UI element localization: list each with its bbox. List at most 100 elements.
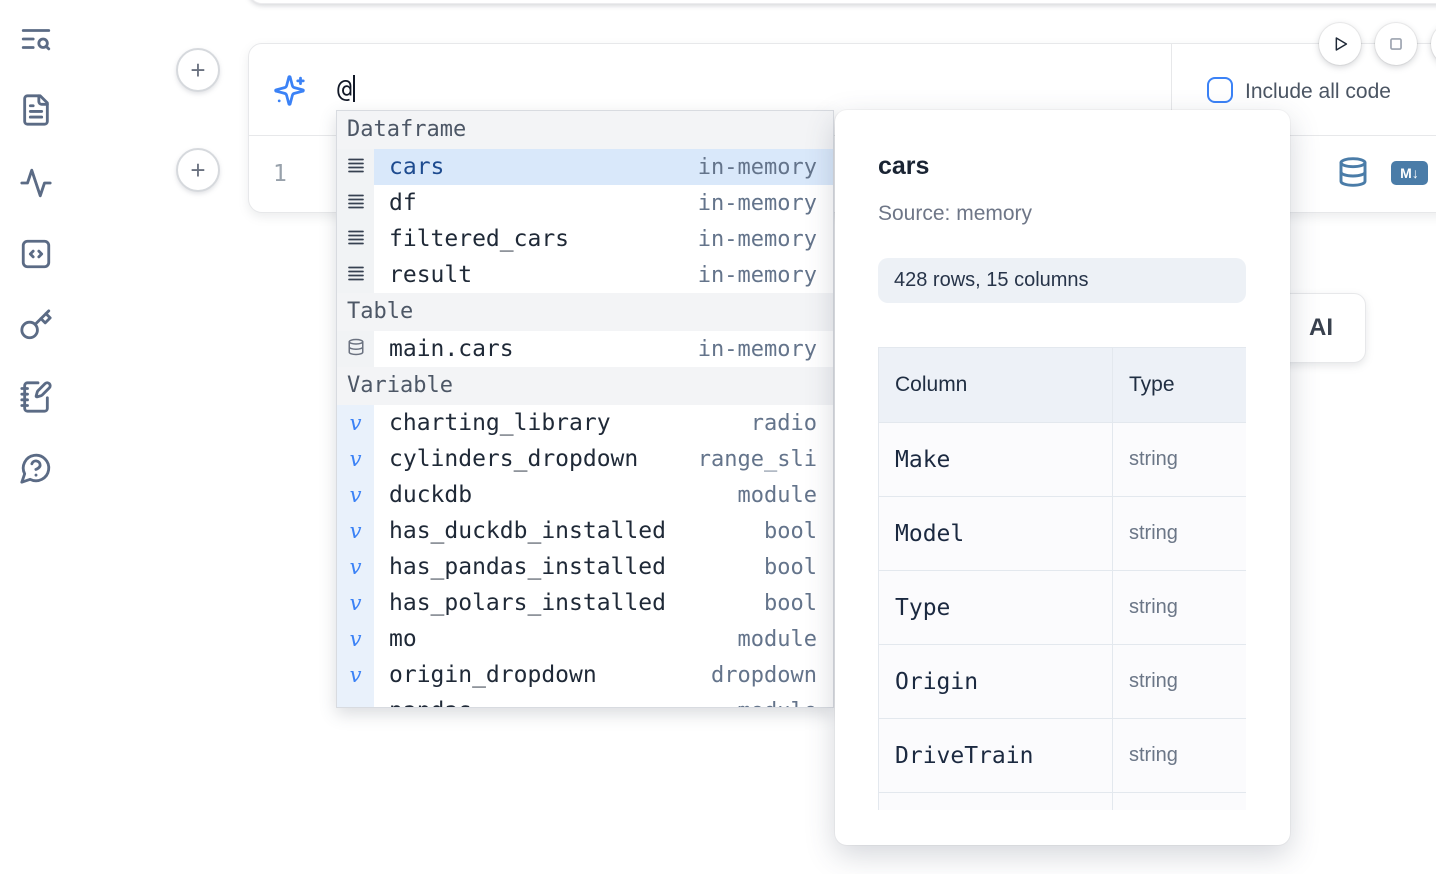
column-name: Make [878, 422, 1113, 497]
stop-cell-button[interactable] [1375, 23, 1417, 65]
markdown-icon[interactable]: M↓ [1391, 161, 1428, 185]
ai-button-label: AI [1309, 314, 1333, 341]
column-type: string [1112, 718, 1246, 793]
stop-icon [1390, 38, 1402, 50]
database-icon [337, 331, 374, 367]
column-type: string [1112, 422, 1246, 497]
preview-col-header: Column [878, 347, 1113, 423]
preview-title: cars [878, 152, 930, 180]
item-name: charting_library [389, 410, 611, 436]
variable-icon: v [337, 585, 374, 621]
add-cell-button-bottom[interactable]: + [176, 148, 220, 192]
shape-badge: 428 rows, 15 columns [878, 258, 1246, 303]
column-name [878, 792, 1113, 810]
column-type [1112, 792, 1246, 810]
preview-source: Source: memory [878, 202, 1033, 225]
item-type: bool [764, 590, 817, 616]
column-name: Type [878, 570, 1113, 645]
item-name: duckdb [389, 482, 473, 508]
autocomplete-item-result[interactable]: result in-memory [337, 257, 833, 293]
column-name: Origin [878, 644, 1113, 719]
item-name: mo [389, 626, 417, 652]
variable-icon: v [337, 477, 374, 513]
variable-icon: v [337, 693, 374, 707]
autocomplete-item-has_polars_installed[interactable]: v has_polars_installed bool [337, 585, 833, 621]
column-type: string [1112, 496, 1246, 571]
item-name: main.cars [389, 336, 514, 362]
code-square-icon[interactable] [19, 237, 53, 271]
column-type: string [1112, 644, 1246, 719]
dataframe-preview-panel: cars Source: memory 428 rows, 15 columns… [835, 110, 1290, 845]
item-name: has_polars_installed [389, 590, 666, 616]
include-all-code-checkbox[interactable] [1207, 77, 1233, 103]
database-icon[interactable] [1337, 156, 1369, 188]
item-name: has_duckdb_installed [389, 518, 666, 544]
item-type: in-memory [697, 154, 817, 180]
code-editor-row[interactable]: 1 M↓ [249, 136, 1436, 213]
key-icon[interactable] [19, 308, 53, 342]
item-name: origin_dropdown [389, 662, 597, 688]
item-type: module [738, 699, 817, 708]
dataframe-rows-icon [337, 185, 374, 221]
item-name: df [389, 190, 417, 216]
autocomplete-section-dataframe: Dataframe [337, 111, 833, 149]
autocomplete-item-df[interactable]: df in-memory [337, 185, 833, 221]
dataframe-rows-icon [337, 221, 374, 257]
autocomplete-item-has_pandas_installed[interactable]: v has_pandas_installed bool [337, 549, 833, 585]
file-text-icon[interactable] [19, 93, 53, 127]
sparkles-icon [273, 74, 306, 107]
previous-cell-edge [248, 0, 1436, 4]
help-message-icon[interactable] [19, 451, 53, 485]
variable-icon: v [337, 405, 374, 441]
item-type: in-memory [697, 336, 817, 362]
include-all-code-label: Include all code [1245, 80, 1391, 103]
autocomplete-item-pandas[interactable]: vpandasmodule [337, 693, 833, 708]
item-type: bool [764, 554, 817, 580]
ai-prompt-input[interactable]: @ [337, 74, 356, 103]
item-type: bool [764, 518, 817, 544]
play-icon [1335, 37, 1348, 51]
column-name: DriveTrain [878, 718, 1113, 793]
item-name: result [389, 262, 473, 288]
dataframe-rows-icon [337, 257, 374, 293]
variable-icon: v [337, 441, 374, 477]
left-sidebar [0, 0, 70, 874]
item-type: in-memory [697, 190, 817, 216]
column-type: string [1112, 570, 1246, 645]
preview-table-row [878, 792, 1246, 810]
item-name: has_pandas_installed [389, 554, 666, 580]
run-cell-button[interactable] [1319, 23, 1361, 65]
notebook-pen-icon[interactable] [19, 380, 53, 414]
item-type: in-memory [697, 262, 817, 288]
item-type: dropdown [711, 662, 817, 688]
item-type: radio [750, 410, 817, 436]
extra-run-button[interactable] [1431, 23, 1436, 65]
text-search-icon[interactable] [19, 22, 53, 56]
item-name: filtered_cars [389, 226, 570, 252]
divider [1171, 44, 1172, 136]
add-cell-button-top[interactable]: + [176, 48, 220, 92]
variable-icon: v [337, 549, 374, 585]
line-number: 1 [273, 161, 287, 187]
item-type: module [737, 626, 817, 652]
autocomplete-item-main.cars[interactable]: main.cars in-memory [337, 331, 833, 367]
autocomplete-item-charting_library[interactable]: v charting_library radio [337, 405, 833, 441]
activity-icon[interactable] [19, 166, 53, 200]
item-type: module [737, 482, 817, 508]
item-name: cylinders_dropdown [389, 446, 639, 472]
